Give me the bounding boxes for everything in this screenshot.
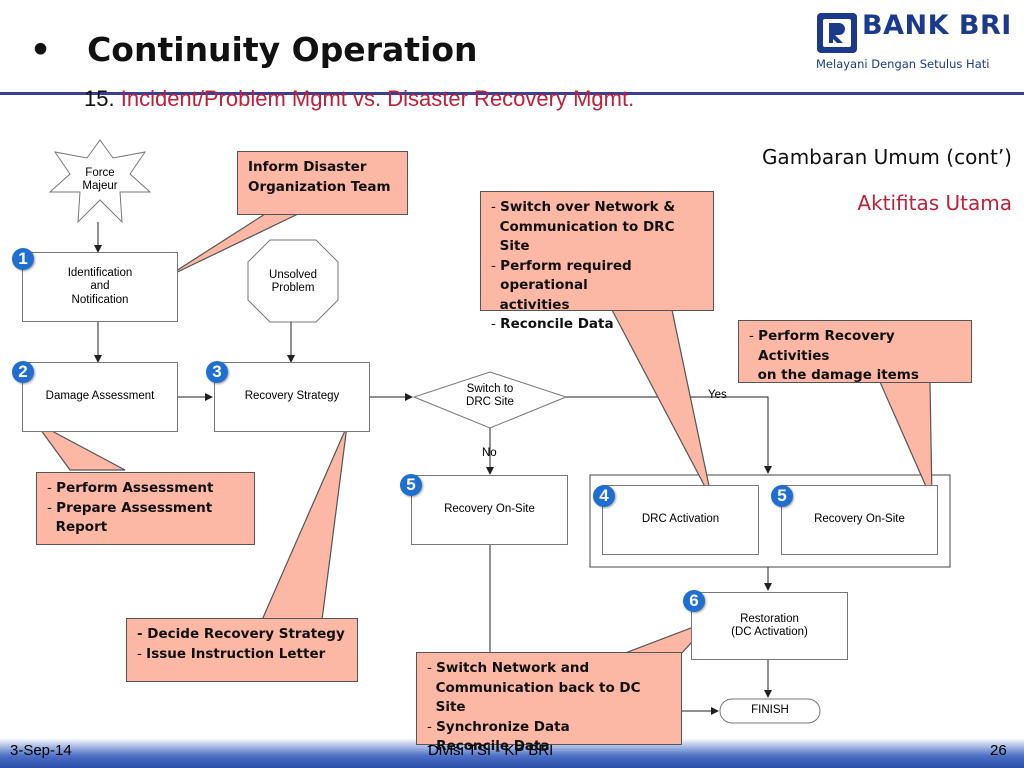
callout-perform-recovery: - Perform Recovery Activities on the dam… (738, 320, 972, 383)
step-badge-4: 4 (593, 485, 615, 507)
bri-logo-icon (817, 13, 857, 53)
node-recovery-onsite-a: Recovery On-Site (411, 475, 568, 545)
footer-date: 3-Sep-14 (10, 742, 72, 759)
node-restoration: Restoration (DC Activation) (691, 592, 848, 660)
step-badge-1: 1 (12, 248, 34, 270)
finish-shape (719, 698, 821, 724)
logo-tagline: Melayani Dengan Setulus Hati (816, 57, 990, 71)
bank-logo: BANK BRI Melayani Dengan Setulus Hati (796, 2, 1018, 80)
step-badge-6: 6 (683, 590, 705, 612)
step-badge-3: 3 (206, 361, 228, 383)
footer-division: Divisi TSI - KP BRI (428, 742, 554, 759)
title-text: Continuity Operation (87, 30, 478, 69)
node-force-majeur: Force Majeur (82, 166, 118, 192)
subtitle-number: 15. (84, 86, 115, 111)
node-recovery-strategy: Recovery Strategy (214, 362, 370, 432)
node-identification: Identification and Notification (22, 252, 178, 322)
callout-switch-back: - Switch Network and Communication back … (416, 652, 682, 754)
title-rule (0, 92, 1024, 95)
node-switch-drc: Switch to DRC Site (466, 382, 514, 408)
step-badge-5a: 5 (400, 474, 422, 496)
title-bullet: • (30, 30, 52, 69)
subtitle-text: Incident/Problem Mgmt vs. Disaster Recov… (120, 86, 635, 111)
edge-label-no: No (482, 447, 497, 459)
heading-overview: Gambaran Umum (cont’) (761, 145, 1012, 169)
unsolved-problem-shape (247, 239, 339, 323)
node-unsolved-problem: Unsolved Problem (269, 268, 317, 294)
slide-title: • Continuity Operation (30, 30, 478, 69)
callout-inform-team: Inform Disaster Organization Team (237, 151, 408, 215)
callout-tail-decide (261, 425, 348, 621)
logo-name: BANK BRI (862, 10, 1012, 41)
callout-tail-switch-over (611, 309, 713, 501)
node-recovery-onsite-b: Recovery On-Site (781, 485, 938, 555)
callout-tail-assessment (34, 421, 126, 471)
edge-label-yes: Yes (708, 389, 727, 401)
callout-switch-over: - Switch over Network & Communication to… (480, 191, 714, 332)
node-drc-activation: DRC Activation (602, 485, 759, 555)
step-badge-2: 2 (12, 361, 34, 383)
step-badge-5b: 5 (771, 485, 793, 507)
callout-decide-strategy: - Decide Recovery Strategy - Issue Instr… (126, 618, 358, 682)
footer-page-number: 26 (990, 742, 1007, 759)
callout-inform-line-2: Organization Team (248, 178, 391, 195)
force-majeur-shape (48, 139, 152, 224)
callout-assessment: - Perform Assessment - Prepare Assessmen… (36, 472, 255, 545)
callout-inform-line-1: Inform Disaster (248, 159, 367, 175)
edge-decision-yes (566, 396, 772, 474)
node-finish: FINISH (751, 704, 789, 717)
subtitle: 15. Incident/Problem Mgmt vs. Disaster R… (84, 86, 634, 112)
node-damage-assessment: Damage Assessment (22, 362, 178, 432)
heading-main-activities: Aktifitas Utama (857, 191, 1012, 215)
